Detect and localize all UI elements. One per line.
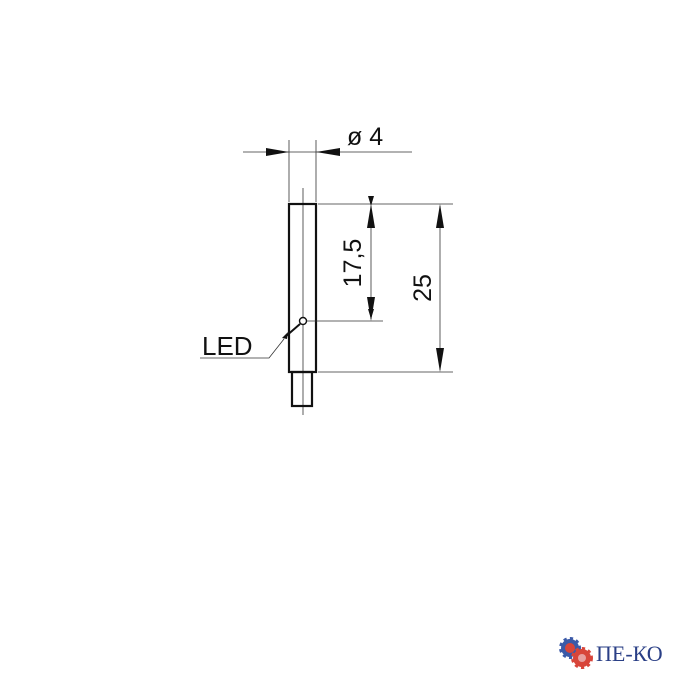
diameter-label: ø 4 (347, 123, 383, 151)
arrow-icon (266, 148, 289, 156)
length-label: 25 (409, 274, 437, 302)
arrow-icon (436, 204, 444, 228)
led-distance-label: 17,5 (339, 239, 367, 288)
led-indicator (298, 316, 308, 326)
arrow-icon (436, 348, 444, 372)
arrow-icon (282, 332, 288, 339)
arrow-icon (367, 297, 375, 321)
led-leader-line (200, 338, 285, 359)
sensor-body (287, 202, 318, 374)
led-label: LED (202, 331, 253, 361)
sensor-pin (290, 370, 314, 408)
arrow-icon (367, 204, 375, 228)
company-logo: ПЕ-КО (556, 636, 674, 672)
logo-text: ПЕ-КО (596, 641, 663, 666)
arrow-icon (316, 148, 340, 156)
gears-icon (559, 637, 593, 669)
